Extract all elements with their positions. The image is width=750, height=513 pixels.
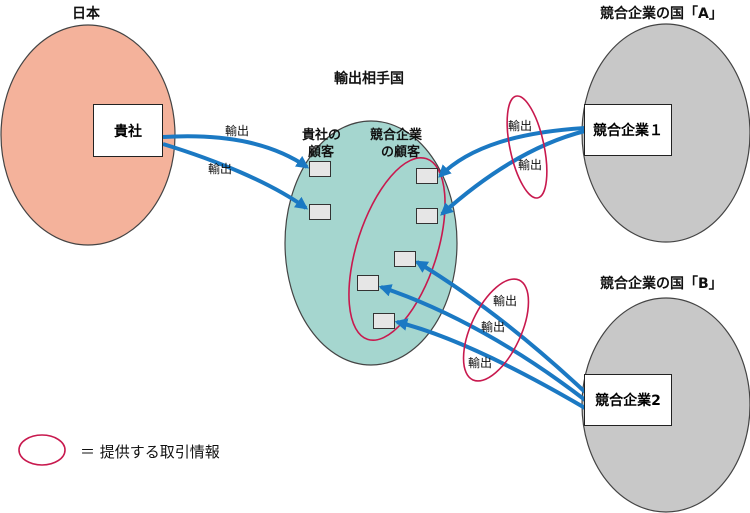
- info-highlight-a: [506, 95, 548, 199]
- info-highlight-b: [462, 278, 530, 382]
- country-a-title: 競合企業の国「A」: [600, 6, 723, 22]
- export-arrow-comp2-3: [394, 318, 587, 410]
- japan-title: 日本: [72, 6, 100, 22]
- competitor-customers-label-1: 競合企業: [370, 128, 423, 143]
- competitor1-label: 競合企業１: [593, 123, 663, 139]
- competitor1-box: 競合企業１: [584, 104, 672, 156]
- competitor-customers-label-2: の顧客: [381, 145, 421, 160]
- export-label: 輸出: [508, 119, 533, 133]
- export-arrow-comp2-2: [378, 284, 587, 402]
- competitor-customer: [373, 313, 395, 329]
- competitor-customers-highlight: [348, 157, 446, 341]
- own-customer: [309, 161, 331, 177]
- competitor2-box: 競合企業2: [584, 374, 672, 426]
- competitor2-label: 競合企業2: [595, 393, 661, 409]
- export-label: 輸出: [518, 158, 543, 172]
- export-arrow-comp1-1: [438, 126, 586, 178]
- export-arrow-own-2: [162, 142, 309, 210]
- legend-text: ＝ 提供する取引情報: [80, 443, 220, 461]
- market-title: 輸出相手国: [334, 71, 404, 87]
- export-label: 輸出: [208, 162, 233, 176]
- competitor-customer: [416, 168, 438, 184]
- export-arrow-own-1: [162, 134, 310, 169]
- market-region: [284, 120, 458, 366]
- export-label: 輸出: [493, 294, 518, 308]
- export-label: 輸出: [225, 124, 250, 138]
- competitor-customer: [416, 208, 438, 224]
- own-customer: [309, 204, 331, 220]
- own-customers-label-2: 顧客: [308, 145, 335, 160]
- export-label: 輸出: [468, 356, 493, 370]
- own-company-label: 貴社: [114, 123, 142, 140]
- competitor-customer: [394, 251, 416, 267]
- country-b-title: 競合企業の国「B」: [600, 276, 723, 292]
- own-company-box: 貴社: [93, 104, 163, 157]
- export-label: 輸出: [481, 320, 506, 334]
- export-arrow-comp2-1: [414, 260, 587, 394]
- competitor-customer: [357, 275, 379, 291]
- legend-symbol: [18, 434, 66, 466]
- export-arrow-comp1-2: [440, 129, 586, 216]
- own-customers-label-1: 貴社の: [302, 128, 342, 143]
